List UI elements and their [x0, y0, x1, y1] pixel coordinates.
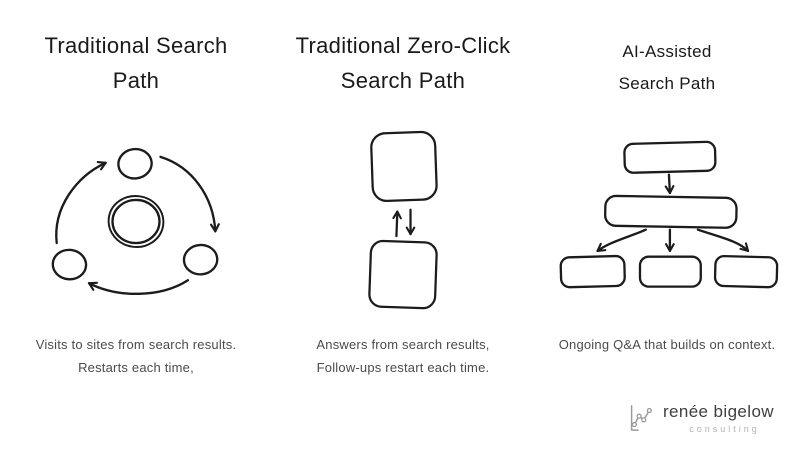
arrow-top-to-right: [159, 155, 220, 232]
column-ai-assisted: AI-Assisted Search Path: [534, 0, 800, 380]
title-line: Path: [112, 68, 160, 94]
query-box: [623, 140, 717, 174]
column-traditional-search: Traditional Search Path: [0, 0, 272, 380]
logo-chart-icon: [630, 405, 652, 431]
arrow-left-to-top: [55, 160, 107, 244]
title-line: Search Path: [618, 74, 716, 94]
renee-bigelow-logo: renée bigelow consulting: [626, 402, 774, 434]
ai-assisted-title: AI-Assisted Search Path: [619, 28, 716, 115]
zero-click-diagram: [368, 130, 438, 310]
title-line: Traditional Zero-Click: [295, 33, 511, 58]
logo-name: renée bigelow: [662, 402, 774, 421]
zero-click-caption: Answers from search results, Follow-ups …: [316, 333, 489, 380]
left-circle: [51, 248, 88, 280]
followup-box-right: [713, 254, 779, 289]
followup-box-mid: [638, 255, 702, 288]
caption-line: Restarts each time,: [78, 360, 194, 376]
top-circle: [117, 147, 153, 180]
arrow-to-right-followup: [696, 228, 750, 253]
arrow-to-left-followup: [596, 228, 647, 253]
bottom-box: [368, 239, 438, 310]
caption-line: Visits to sites from search results.: [35, 337, 237, 352]
traditional-search-title: Traditional Search Path: [44, 28, 227, 115]
arrow-query-to-answer: [664, 173, 675, 195]
logo-subtitle: consulting: [689, 424, 760, 434]
diagram-columns: Traditional Search Path: [0, 0, 800, 380]
ai-assisted-figure: [551, 115, 783, 327]
zero-click-figure: [356, 115, 450, 327]
arrow-right-to-left: [87, 278, 190, 295]
caption-line: Follow-ups restart each time.: [316, 360, 490, 376]
top-box: [370, 130, 438, 203]
ai-assisted-diagram: [559, 140, 779, 289]
traditional-search-caption: Visits to sites from search results. Res…: [36, 333, 237, 380]
caption-line: Answers from search results,: [316, 337, 490, 352]
cycle-diagram: [51, 147, 220, 295]
followup-box-left: [559, 254, 626, 289]
column-zero-click: Traditional Zero-Click Search Path Answ: [272, 0, 534, 380]
caption-line: Ongoing Q&A that builds on context.: [558, 337, 776, 352]
right-circle: [182, 243, 219, 276]
traditional-search-figure: [43, 115, 229, 327]
center-circle-outer: [107, 194, 165, 248]
ai-assisted-caption: Ongoing Q&A that builds on context.: [559, 333, 776, 356]
answer-box: [604, 194, 738, 229]
title-line: AI-Assisted: [622, 42, 712, 61]
title-line: Search Path: [340, 68, 466, 94]
arrow-up: [392, 210, 402, 238]
zero-click-title: Traditional Zero-Click Search Path: [296, 28, 511, 115]
title-line: Traditional Search: [44, 33, 228, 58]
logo-text: renée bigelow consulting: [663, 402, 774, 434]
center-circle: [111, 198, 161, 244]
